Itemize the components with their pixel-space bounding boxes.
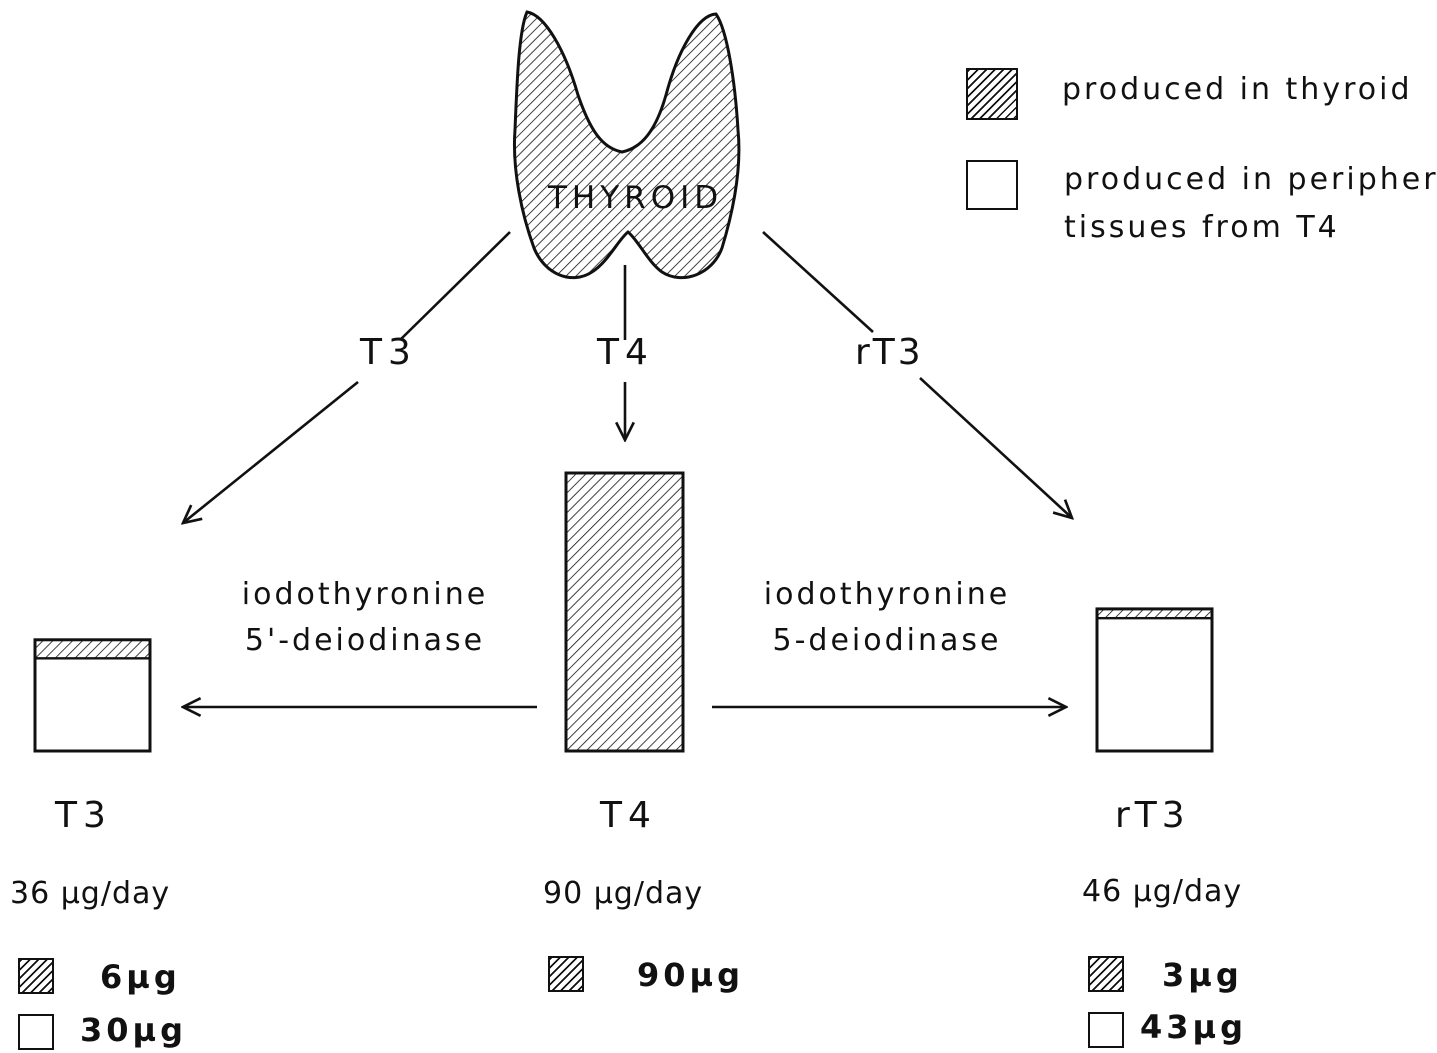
- hormone-total-rt3: 46 µg/day: [1082, 874, 1242, 909]
- legend-swatch-thyroid: [966, 68, 1018, 120]
- t3-thyroid-swatch: [18, 958, 54, 994]
- t3-peripheral-swatch: [18, 1014, 54, 1050]
- arrow-thyroid-to-rt3-upper: [763, 232, 873, 332]
- production-bars: [35, 473, 1212, 751]
- rt3-thyroid-amount: 3µg: [1162, 956, 1243, 994]
- legend-swatch-peripheral: [966, 160, 1018, 210]
- t3-thyroid-amount: 6µg: [100, 958, 181, 996]
- gland-label: THYROID: [548, 180, 723, 216]
- thyroid-gland: [514, 12, 738, 278]
- arrow-thyroid-to-t3: [183, 382, 358, 523]
- enzyme-label-left: iodothyronine 5'-deiodinase: [230, 572, 500, 664]
- enzyme-left-line2: 5'-deiodinase: [230, 618, 500, 664]
- arrow-thyroid-to-rt3: [920, 378, 1072, 518]
- bar-t3-peripheral-segment: [35, 658, 150, 751]
- bar-t4-thyroid-segment: [566, 473, 683, 751]
- legend-label-peripheral-line2: tissues from T4: [1064, 204, 1340, 252]
- arrow-label-rt3: rT3: [855, 332, 924, 373]
- hormone-name-t4: T4: [600, 795, 657, 836]
- rt3-peripheral-amount: 43µg: [1140, 1008, 1247, 1046]
- bar-rt3-peripheral-segment: [1097, 618, 1212, 751]
- hormone-total-t4: 90 µg/day: [543, 876, 703, 911]
- enzyme-left-line1: iodothyronine: [230, 572, 500, 618]
- t3-peripheral-amount: 30µg: [80, 1011, 187, 1049]
- hormone-name-t3: T3: [55, 795, 112, 836]
- arrow-label-t4: T4: [597, 332, 654, 373]
- enzyme-right-line2: 5-deiodinase: [752, 618, 1022, 664]
- legend-label-peripheral-line1: produced in peripheral: [1064, 156, 1437, 204]
- enzyme-label-right: iodothyronine 5-deiodinase: [752, 572, 1022, 664]
- arrow-thyroid-to-t3-upper: [400, 232, 510, 340]
- legend-label-thyroid: produced in thyroid: [1062, 66, 1412, 114]
- hormone-name-rt3: rT3: [1115, 795, 1190, 836]
- rt3-peripheral-swatch: [1088, 1012, 1124, 1048]
- t4-thyroid-swatch: [548, 956, 584, 992]
- bar-t3-thyroid-segment: [35, 640, 150, 659]
- hormone-total-t3: 36 µg/day: [10, 876, 170, 911]
- t4-thyroid-amount: 90µg: [637, 956, 744, 994]
- enzyme-right-line1: iodothyronine: [752, 572, 1022, 618]
- arrow-label-t3: T3: [360, 332, 417, 373]
- rt3-thyroid-swatch: [1088, 956, 1124, 992]
